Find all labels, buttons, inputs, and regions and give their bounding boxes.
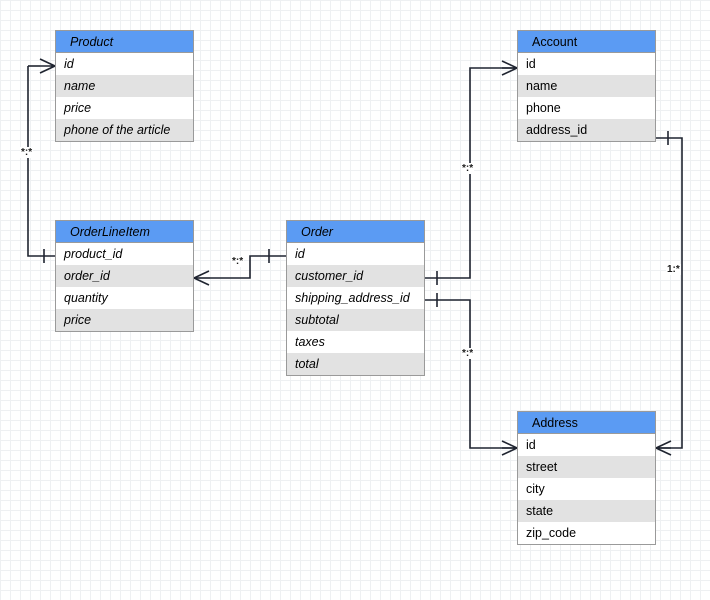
attribute-row[interactable]: id: [287, 243, 424, 265]
attribute-row[interactable]: id: [518, 53, 655, 75]
attribute-row[interactable]: address_id: [518, 119, 655, 141]
attribute-row[interactable]: phone of the article: [56, 119, 193, 141]
attribute-row[interactable]: quantity: [56, 287, 193, 309]
entity-product[interactable]: Product id name price phone of the artic…: [55, 30, 194, 142]
attribute-row[interactable]: shipping_address_id: [287, 287, 424, 309]
attribute-row[interactable]: price: [56, 309, 193, 331]
attribute-row[interactable]: total: [287, 353, 424, 375]
entity-order[interactable]: Order id customer_id shipping_address_id…: [286, 220, 425, 376]
attribute-row[interactable]: name: [518, 75, 655, 97]
cardinality-label-order-address: *:*: [461, 348, 475, 359]
edge-orderlineitem-order[interactable]: [193, 249, 286, 286]
attribute-row[interactable]: subtotal: [287, 309, 424, 331]
attribute-row[interactable]: zip_code: [518, 522, 655, 544]
attribute-row[interactable]: phone: [518, 97, 655, 119]
entity-orderlineitem[interactable]: OrderLineItem product_id order_id quanti…: [55, 220, 194, 332]
entity-title-product: Product: [56, 31, 193, 53]
cardinality-label-orderlineitem-order: *:*: [231, 256, 245, 267]
entity-title-account: Account: [518, 31, 655, 53]
entity-account[interactable]: Account id name phone address_id: [517, 30, 656, 142]
edge-account-address[interactable]: [655, 131, 683, 456]
edge-order-address[interactable]: [425, 293, 518, 456]
attribute-row[interactable]: order_id: [56, 265, 193, 287]
cardinality-label-product-orderlineitem: *:*: [20, 147, 34, 158]
cardinality-label-account-address: 1:*: [666, 264, 681, 275]
edge-product-orderlineitem[interactable]: [27, 58, 56, 263]
attribute-row[interactable]: price: [56, 97, 193, 119]
attribute-row[interactable]: taxes: [287, 331, 424, 353]
entity-address[interactable]: Address id street city state zip_code: [517, 411, 656, 545]
attribute-row[interactable]: street: [518, 456, 655, 478]
attribute-row[interactable]: customer_id: [287, 265, 424, 287]
entity-title-address: Address: [518, 412, 655, 434]
cardinality-label-order-account: *:*: [461, 163, 475, 174]
attribute-row[interactable]: id: [56, 53, 193, 75]
attribute-row[interactable]: city: [518, 478, 655, 500]
attribute-row[interactable]: name: [56, 75, 193, 97]
attribute-row[interactable]: id: [518, 434, 655, 456]
attribute-row[interactable]: state: [518, 500, 655, 522]
entity-title-order: Order: [287, 221, 424, 243]
attribute-row[interactable]: product_id: [56, 243, 193, 265]
entity-title-orderlineitem: OrderLineItem: [56, 221, 193, 243]
